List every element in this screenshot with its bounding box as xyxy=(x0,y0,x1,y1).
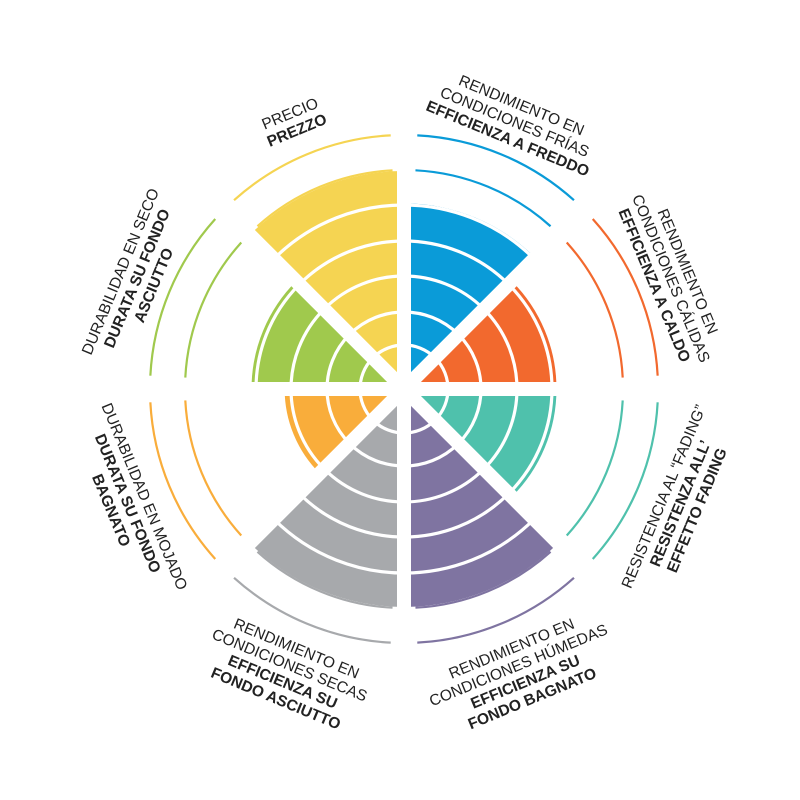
outer-arc-wet-efficiency xyxy=(417,576,575,644)
outer-arc-price xyxy=(233,134,391,202)
chart-segments xyxy=(249,171,559,607)
spoke-gap-2 xyxy=(399,200,593,394)
outer-arc-cold xyxy=(417,134,575,202)
segment-wet-efficiency xyxy=(404,389,559,607)
inner-arc-cold xyxy=(415,169,552,228)
label-group-fading: RESISTENCIA AL “FADING”RESISTENZA ALL’EF… xyxy=(619,403,731,591)
segment-fading xyxy=(404,389,557,497)
inner-arc-wet-efficiency xyxy=(415,550,552,609)
grid-rings xyxy=(144,129,664,649)
spoke-gap-8 xyxy=(215,200,409,394)
inner-arc-fading xyxy=(565,400,624,537)
segment-price xyxy=(249,171,404,389)
spoke-gap-6 xyxy=(215,384,409,578)
cropped-text-strip xyxy=(0,770,800,800)
outer-arc-dry-durability xyxy=(149,218,217,376)
inner-arc-price xyxy=(256,169,393,228)
inner-arc-hot xyxy=(565,241,624,378)
outer-arc-hot xyxy=(591,218,659,376)
segment-dry-efficiency xyxy=(249,389,404,607)
inner-arc-dry-efficiency xyxy=(256,550,393,609)
outer-rings xyxy=(149,134,659,644)
segment-hot xyxy=(404,281,557,389)
outer-arc-fading xyxy=(591,402,659,560)
inner-arc-wet-durability xyxy=(184,400,243,537)
spoke-gap-4 xyxy=(399,384,593,578)
outer-arc-dry-efficiency xyxy=(233,576,391,644)
inner-arc-dry-durability xyxy=(184,241,243,378)
segment-dry-durability xyxy=(251,281,404,389)
outer-arc-wet-durability xyxy=(149,402,217,560)
